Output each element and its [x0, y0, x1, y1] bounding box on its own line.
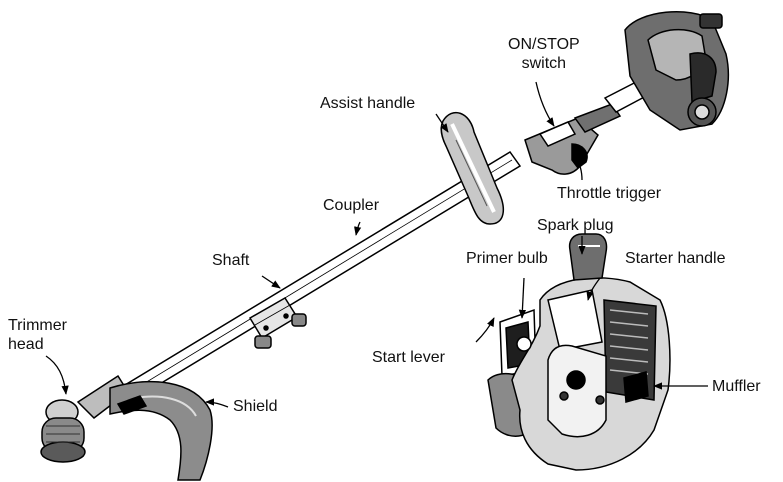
label-spark-plug: Spark plug: [537, 217, 614, 234]
label-starter-handle: Starter handle: [625, 250, 726, 267]
label-trimmer-line1: Trimmer: [8, 317, 67, 334]
arrow-throttle: [575, 157, 584, 181]
engine-top-drawing: [624, 11, 730, 131]
label-coupler: Coupler: [323, 197, 380, 214]
label-muffler: Muffler: [712, 378, 761, 395]
label-on-stop-line1: ON/STOP: [508, 36, 580, 53]
assist-handle-drawing: [440, 111, 505, 225]
label-on-stop-line2: switch: [521, 55, 567, 72]
label-trimmer-head: Trimmer head: [8, 316, 67, 354]
arrow-shield: [205, 398, 229, 408]
arrow-start-lever: [475, 317, 495, 343]
arrow-primer-bulb: [518, 277, 527, 319]
coupler-drawing: [248, 296, 307, 349]
arrow-on-stop: [535, 81, 555, 127]
throttle-housing-drawing: [524, 103, 622, 175]
arrow-starter-handle: [586, 277, 601, 301]
shaft-drawing: [118, 150, 522, 404]
label-trimmer-line2: head: [8, 336, 44, 353]
label-start-lever: Start lever: [372, 349, 445, 366]
shield-drawing: [109, 380, 213, 481]
label-on-stop-switch: ON/STOP switch: [508, 35, 580, 73]
label-primer-bulb: Primer bulb: [466, 250, 548, 267]
label-shield: Shield: [233, 398, 278, 415]
arrow-shaft: [261, 275, 281, 289]
arrow-assist-handle: [435, 113, 449, 133]
label-assist-handle: Assist handle: [320, 95, 416, 112]
engine-detail-drawing: [487, 233, 671, 471]
arrow-trimmer-head: [45, 355, 69, 395]
label-throttle-trigger: Throttle trigger: [557, 185, 662, 202]
leader-arrows: [45, 81, 708, 408]
label-shaft: Shaft: [212, 252, 250, 269]
arrow-coupler: [354, 221, 362, 236]
